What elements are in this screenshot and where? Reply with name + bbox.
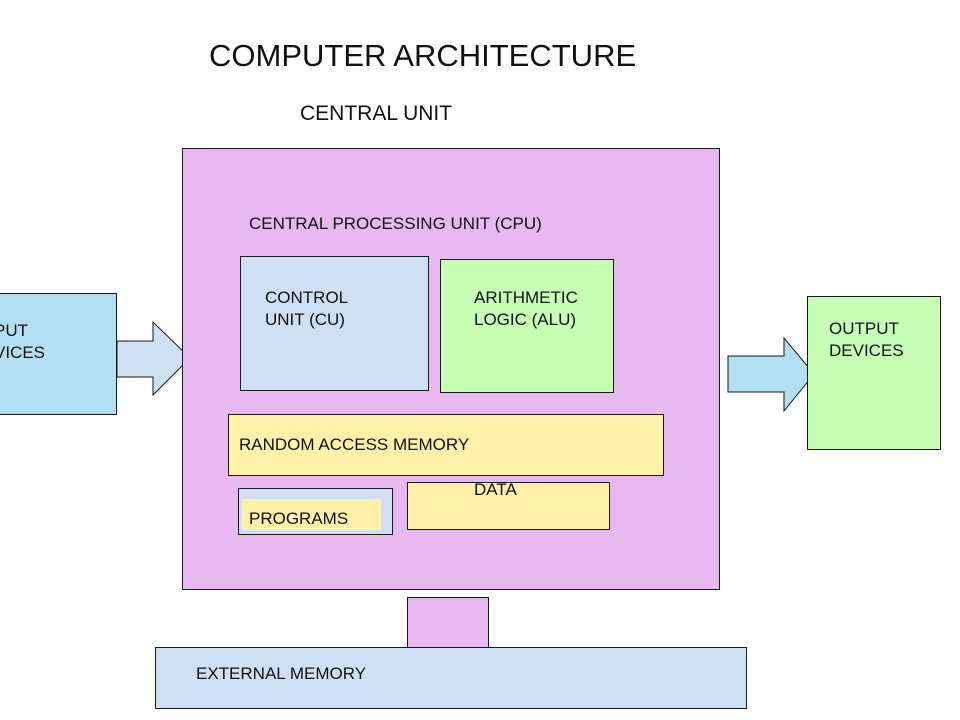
ram-label: RANDOM ACCESS MEMORY xyxy=(239,435,470,454)
programs-label: PROGRAMS xyxy=(249,509,349,528)
programs-box: PROGRAMS xyxy=(238,488,393,535)
output-arrow xyxy=(727,336,815,413)
control-unit-label: CONTROL UNIT (CU) xyxy=(265,288,349,329)
central-unit-label: CENTRAL UNIT xyxy=(300,102,453,125)
memory-bus-connector xyxy=(407,597,489,649)
input-arrow xyxy=(116,320,191,397)
ram-box: RANDOM ACCESS MEMORY xyxy=(228,414,664,476)
control-unit-box: CONTROL UNIT (CU) xyxy=(240,256,429,391)
diagram-title: COMPUTER ARCHITECTURE xyxy=(209,38,637,73)
external-memory-label: EXTERNAL MEMORY xyxy=(196,664,367,683)
input-devices-label: PUT VICES xyxy=(0,321,46,362)
data-box: DATA xyxy=(407,480,610,530)
programs-inner-highlight xyxy=(242,499,381,530)
cpu-label: CENTRAL PROCESSING UNIT (CPU) xyxy=(249,214,542,233)
alu-box: ARITHMETIC LOGIC (ALU) xyxy=(440,259,614,393)
data-label: DATA xyxy=(474,480,517,499)
external-memory-box: EXTERNAL MEMORY xyxy=(155,647,747,709)
output-devices-box: OUTPUT DEVICES xyxy=(807,296,941,450)
input-arrow-shape xyxy=(116,320,191,397)
alu-label: ARITHMETIC LOGIC (ALU) xyxy=(474,288,578,329)
output-arrow-shape xyxy=(727,336,815,413)
output-devices-label: OUTPUT DEVICES xyxy=(829,319,904,360)
input-devices-box: PUT VICES xyxy=(0,293,117,415)
